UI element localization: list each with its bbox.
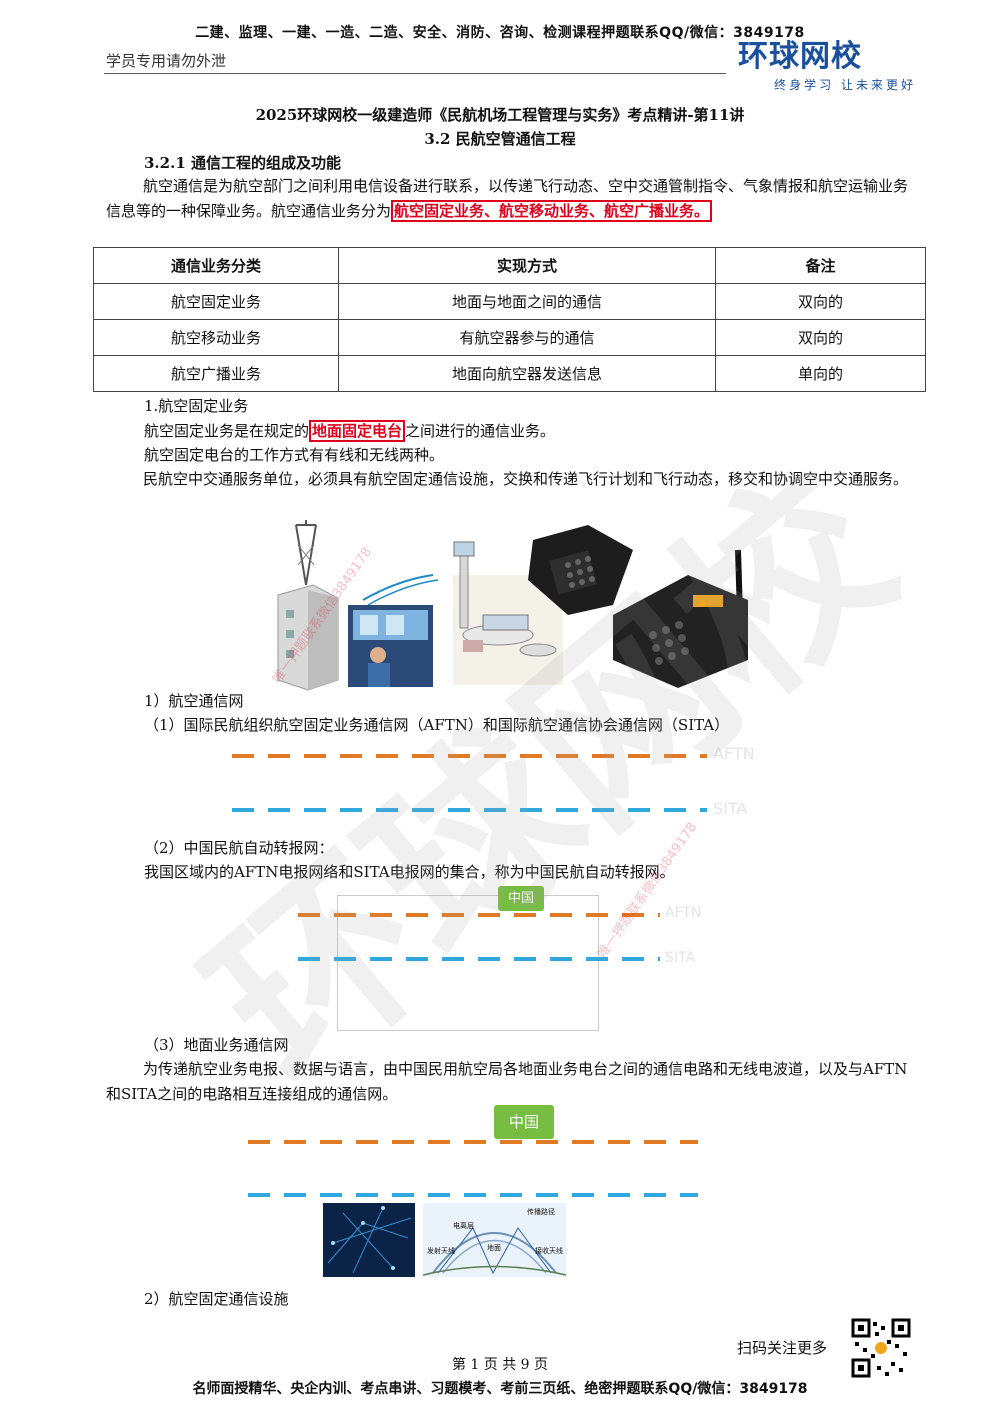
fixed-highlight: 地面固定电台 bbox=[309, 420, 406, 442]
table-cell: 航空移动业务 bbox=[93, 319, 339, 356]
signal-wave-icon bbox=[362, 574, 434, 601]
sita-label: SITA bbox=[713, 799, 748, 818]
fixed-text: 之间进行的通信业务。 bbox=[405, 422, 556, 440]
china-badge: 中国 bbox=[498, 886, 544, 911]
fixed-line3: 民航空中交通服务单位，必须具有航空固定通信设施，交换和传递飞行计划和飞行动态，移… bbox=[143, 470, 909, 488]
label-tx: 发射天线 bbox=[427, 1247, 455, 1255]
header-divider bbox=[104, 73, 726, 74]
intro-paragraph: 航空通信是为航空部门之间利用电信设备进行联系，以传递飞行动态、空中交通管制指令、… bbox=[106, 174, 916, 224]
table-cell: 地面与地面之间的通信 bbox=[338, 283, 716, 320]
qr-code-icon[interactable] bbox=[851, 1318, 911, 1378]
table-cell: 双向的 bbox=[715, 319, 926, 356]
network-item3-desc: 为传递航空业务电报、数据与语言，由中国民用航空局各地面业务电台之间的通信电路和无… bbox=[106, 1060, 908, 1103]
china-network-box bbox=[337, 895, 599, 1031]
facility-heading: 2）航空固定通信设施 bbox=[144, 1290, 289, 1308]
fixed-service-illustration bbox=[277, 520, 748, 691]
scan-note: 扫码关注更多 bbox=[737, 1339, 828, 1357]
propagation-diagram: 电离层 传播路径 发射天线 地面 接收天线 bbox=[423, 1203, 566, 1277]
logo-slogan: 终身学习 让未来更好 bbox=[774, 78, 916, 92]
intro-highlight: 航空固定业务、航空移动业务、航空广播业务。 bbox=[391, 200, 713, 222]
network-item2-desc: 我国区域内的AFTN电报网络和SITA电报网的集合，称为中国民航自动转报网。 bbox=[144, 863, 675, 881]
ground-sita-line bbox=[248, 1193, 698, 1197]
network-heading: 1）航空通信网 bbox=[144, 692, 244, 710]
network-item2: （2）中国民航自动转报网： bbox=[144, 839, 334, 857]
network-item3: （3）地面业务通信网 bbox=[144, 1036, 289, 1054]
desk-phone-icon bbox=[528, 525, 633, 615]
logo-text: 环球网校 bbox=[738, 39, 862, 74]
table-header-row: 通信业务分类 实现方式 备注 bbox=[93, 247, 926, 284]
table-cell: 有航空器参与的通信 bbox=[338, 319, 716, 356]
china-aftn-label: AFTN bbox=[665, 905, 702, 921]
table-header: 通信业务分类 bbox=[93, 247, 339, 284]
document-title: 2025环球网校一级建造师《民航机场工程管理与实务》考点精讲-第11讲 bbox=[255, 106, 745, 124]
fixed-text: 航空固定业务是在规定的 bbox=[144, 422, 310, 440]
china-aftn-line bbox=[298, 913, 660, 917]
label-rx: 接收天线 bbox=[535, 1247, 563, 1255]
table-header: 备注 bbox=[715, 247, 926, 284]
table-cell: 航空固定业务 bbox=[93, 283, 339, 320]
table-header: 实现方式 bbox=[338, 247, 716, 284]
table-row: 航空广播业务 地面向航空器发送信息 单向的 bbox=[93, 355, 926, 392]
label-ionosphere: 电离层 bbox=[453, 1222, 474, 1230]
table-cell: 单向的 bbox=[715, 355, 926, 392]
table-cell: 双向的 bbox=[715, 283, 926, 320]
aftn-label: AFTN bbox=[713, 744, 755, 763]
airport-model-icon bbox=[453, 541, 563, 685]
network-photo bbox=[323, 1203, 415, 1277]
table-row: 航空移动业务 有航空器参与的通信 双向的 bbox=[93, 319, 926, 356]
subsection-title: 3.2.1 通信工程的组成及功能 bbox=[144, 154, 341, 172]
network-item1: （1）国际民航组织航空固定业务通信网（AFTN）和国际航空通信协会通信网（SIT… bbox=[144, 716, 730, 734]
label-ground: 地面 bbox=[487, 1244, 501, 1252]
table-cell: 地面向航空器发送信息 bbox=[338, 355, 716, 392]
label-path: 传播路径 bbox=[527, 1208, 555, 1216]
china-badge-2: 中国 bbox=[494, 1105, 554, 1139]
header-note: 学员专用请勿外泄 bbox=[106, 52, 227, 70]
footer-banner: 名师面授精华、央企内训、考点串讲、习题模考、考前三页纸、绝密押题联系QQ/微信：… bbox=[192, 1381, 808, 1397]
radio-tower-icon bbox=[277, 520, 339, 691]
wireless-phone-icon bbox=[613, 549, 748, 688]
table-cell: 航空广播业务 bbox=[93, 355, 339, 392]
page-number: 第 1 页 共 9 页 bbox=[451, 1357, 549, 1373]
table-row: 航空固定业务 地面与地面之间的通信 双向的 bbox=[93, 283, 926, 320]
aftn-line bbox=[232, 754, 707, 758]
china-sita-line bbox=[298, 957, 660, 961]
ground-aftn-line bbox=[248, 1140, 698, 1144]
fixed-line2: 航空固定电台的工作方式有有线和无线两种。 bbox=[144, 446, 445, 464]
control-room-photo bbox=[348, 605, 433, 687]
logo: 环球网校 终身学习 让未来更好 bbox=[738, 40, 916, 93]
header-banner: 二建、监理、一建、一造、二造、安全、消防、咨询、检测课程押题联系QQ/微信：38… bbox=[195, 25, 805, 41]
china-sita-label: SITA bbox=[665, 950, 696, 966]
fixed-heading: 1.航空固定业务 bbox=[144, 397, 249, 415]
section-title: 3.2 民航空管通信工程 bbox=[424, 130, 576, 148]
fixed-line1: 航空固定业务是在规定的地面固定电台之间进行的通信业务。 bbox=[144, 419, 916, 444]
intro-text: 航空通信是为航空部门之间利用电信设备进行联系，以传递飞行动态、空中交通管制指令、… bbox=[106, 177, 909, 220]
service-table: 通信业务分类 实现方式 备注 航空固定业务 地面与地面之间的通信 双向的 航空移… bbox=[93, 247, 926, 392]
sita-line bbox=[232, 808, 707, 812]
